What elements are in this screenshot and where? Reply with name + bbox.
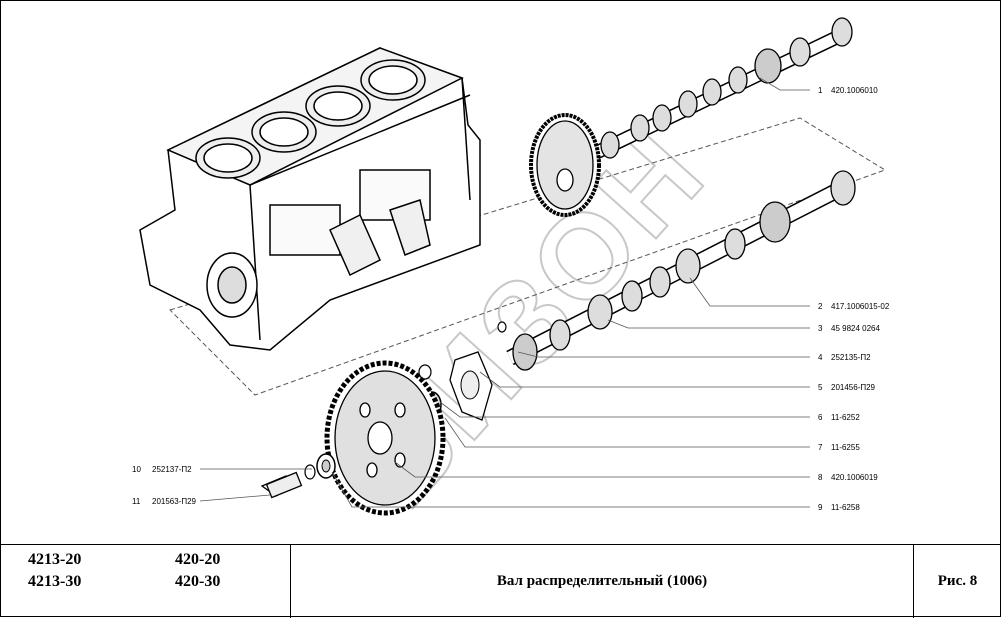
leader-line (689, 277, 810, 307)
callout-part-code: 420.1006019 (831, 473, 878, 482)
leader-line (439, 401, 810, 418)
callout-3: 3 45 9824 0264 (607, 319, 880, 333)
callout-1: 1 420.1006010 (759, 77, 878, 95)
callout-part-code: 252135-П2 (831, 353, 871, 362)
callout-10: 10 252137-П2 (132, 465, 312, 474)
callout-part-code: 45 9824 0264 (831, 324, 880, 333)
model-cell: 4213-20 4213-30 420-20 420-30 (0, 545, 291, 618)
washer-10 (304, 464, 316, 480)
callout-2: 2 417.1006015-02 (689, 277, 890, 311)
callout-part-code: 201456-П29 (831, 383, 876, 392)
leader-line (199, 494, 271, 502)
leader-line (331, 471, 810, 508)
leader-line (759, 77, 810, 91)
callout-number: 1 (818, 86, 823, 95)
bolt (260, 471, 303, 499)
diagram-title: Вал распределительный (1006) (496, 573, 708, 589)
leader-line (394, 461, 810, 478)
callout-number: 6 (818, 413, 823, 422)
camshaft-lower (506, 170, 856, 371)
figure-label: Рис. 8 (937, 573, 978, 589)
callout-number: 7 (818, 443, 823, 452)
engine-block (139, 47, 481, 351)
camshaft-upper (581, 17, 853, 165)
callout-number: 2 (818, 302, 823, 311)
reference-plane (169, 117, 887, 396)
figure-cell: Рис. 8 (914, 545, 1001, 618)
callout-number: 8 (818, 473, 823, 482)
callout-9: 9 11-6258 (331, 471, 860, 512)
title-cell: Вал распределительный (1006) (291, 545, 914, 618)
leader-line (517, 351, 810, 358)
model-left-2: 4213-30 (28, 573, 82, 590)
callout-11: 11 201563-П29 (132, 494, 271, 506)
key (497, 321, 507, 333)
title-block: 4213-20 4213-30 420-20 420-30 Вал распре… (0, 544, 1001, 618)
callout-7: 7 11-6255 (444, 417, 860, 452)
callout-number: 10 (132, 465, 141, 474)
leader-line (479, 371, 810, 388)
callout-part-code: 420.1006010 (831, 86, 878, 95)
callout-part-code: 201563-П29 (152, 497, 197, 506)
callout-part-code: 11-6252 (831, 413, 860, 422)
callout-4: 4 252135-П2 (517, 351, 871, 362)
callout-part-code: 11-6258 (831, 503, 860, 512)
timing-gear (324, 360, 446, 516)
model-right-2: 420-30 (175, 573, 221, 590)
callout-number: 9 (818, 503, 823, 512)
model-left-1: 4213-20 (28, 551, 82, 568)
callout-number: 4 (818, 353, 823, 362)
leader-line (607, 319, 810, 329)
callout-6: 6 11-6252 (439, 401, 860, 422)
callout-part-code: 252137-П2 (152, 465, 192, 474)
leader-line (444, 417, 810, 448)
callout-5: 5 201456-П29 (479, 371, 876, 392)
washer-4 (418, 364, 432, 380)
callout-8: 8 420.1006019 (394, 461, 878, 482)
callout-number: 3 (818, 324, 823, 333)
camshaft-upper-sprocket (529, 113, 601, 217)
callout-layer: 1 420.1006010 2 417.1006015-02 3 45 9824 0264… (132, 77, 890, 512)
callout-number: 5 (818, 383, 823, 392)
callout-part-code: 11-6255 (831, 443, 860, 452)
exploded-parts-diagram: БИЗОН (132, 17, 890, 533)
callout-part-code: 417.1006015-02 (831, 302, 890, 311)
model-right-1: 420-20 (175, 551, 221, 568)
callout-number: 11 (132, 497, 141, 506)
